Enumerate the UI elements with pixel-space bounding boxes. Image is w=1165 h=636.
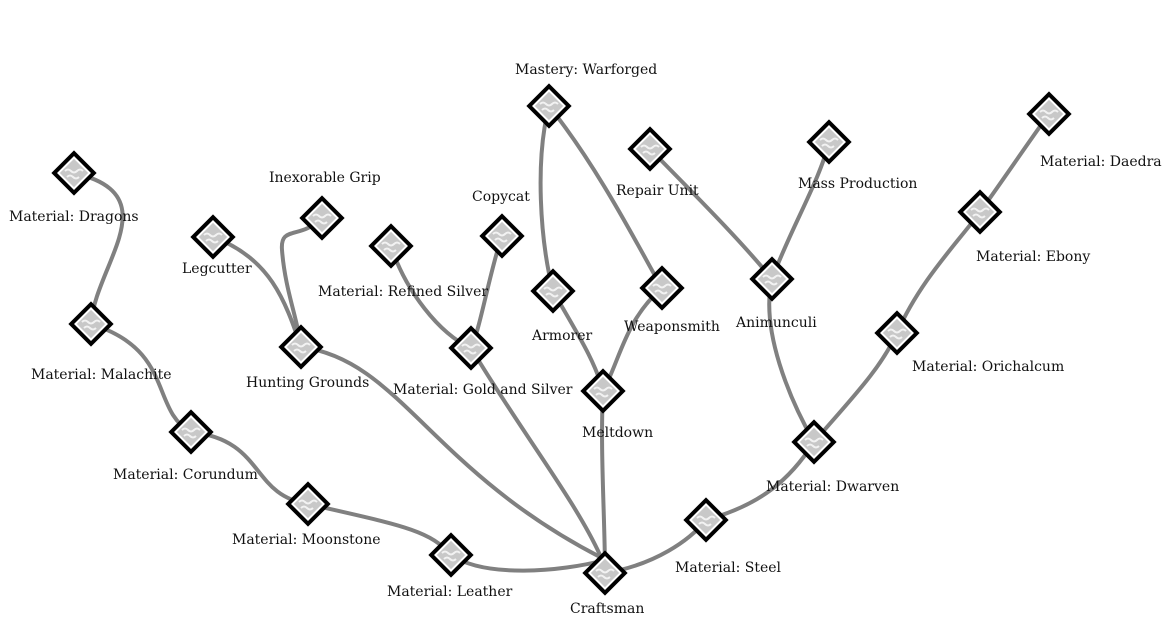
node-texture <box>887 328 907 340</box>
skill-nodes <box>51 83 1072 596</box>
node-texture <box>543 286 563 298</box>
node-texture <box>696 515 716 527</box>
node-texture <box>595 568 615 580</box>
skill-node-repair[interactable] <box>627 126 673 172</box>
label-legcutter: Legcutter <box>182 261 252 277</box>
label-material-dwarven: Material: Dwarven <box>766 479 900 495</box>
skill-node-moonstone[interactable] <box>285 481 331 527</box>
label-material-gold-and-silver: Material: Gold and Silver <box>393 382 573 398</box>
label-inexorable-grip: Inexorable Grip <box>269 170 381 186</box>
connection-animunculi-mass <box>770 140 831 281</box>
node-texture <box>819 137 839 149</box>
connection-dwarven-animunculi <box>767 277 816 444</box>
node-texture <box>804 437 824 449</box>
connection-warforged-armorer <box>538 104 555 293</box>
label-hunting-grounds: Hunting Grounds <box>246 375 370 391</box>
node-texture <box>441 550 461 562</box>
label-repair-unit: Repair Unit <box>616 183 699 199</box>
skill-node-warforged[interactable] <box>526 83 572 129</box>
skill-node-inexorable[interactable] <box>299 195 345 241</box>
skill-node-steel[interactable] <box>683 497 729 543</box>
skill-node-animunculi[interactable] <box>749 256 795 302</box>
node-texture <box>970 207 990 219</box>
skill-node-ebony[interactable] <box>957 189 1003 235</box>
skill-node-legcutter[interactable] <box>190 214 236 260</box>
label-armorer: Armorer <box>532 328 593 344</box>
node-texture <box>1039 109 1059 121</box>
node-texture <box>81 319 101 331</box>
node-texture <box>181 427 201 439</box>
label-material-malachite: Material: Malachite <box>31 367 172 383</box>
skill-node-meltdown[interactable] <box>580 368 626 414</box>
node-texture <box>203 232 223 244</box>
node-texture <box>539 101 559 113</box>
node-texture <box>291 342 311 354</box>
connection-goldsilver-craftsman <box>469 346 602 557</box>
label-craftsman: Craftsman <box>570 601 645 617</box>
connection-inexorable-hunting <box>279 216 324 349</box>
label-material-daedra: Material: Daedra <box>1040 154 1162 170</box>
connection-ebony-daedra <box>978 112 1051 214</box>
connection-weaponsmith-meltdown <box>601 286 664 393</box>
skill-node-weaponsmith[interactable] <box>639 265 685 311</box>
label-material-steel: Material: Steel <box>675 560 782 576</box>
node-texture <box>312 213 332 225</box>
node-texture <box>593 386 613 398</box>
skill-node-craftsman[interactable] <box>582 550 628 596</box>
label-material-refined-silver: Material: Refined Silver <box>318 284 489 300</box>
label-mastery-warforged: Mastery: Warforged <box>515 62 658 78</box>
connection-dragons-malachite <box>72 171 125 326</box>
skill-node-orichalcum[interactable] <box>874 310 920 356</box>
skill-node-corundum[interactable] <box>168 409 214 455</box>
node-texture <box>640 144 660 156</box>
connection-animunculi-repair <box>648 147 774 281</box>
label-meltdown: Meltdown <box>582 425 654 441</box>
connection-hunting-craftsman <box>299 345 604 560</box>
connection-meltdown-craftsman <box>600 389 607 575</box>
label-material-corundum: Material: Corundum <box>113 467 258 483</box>
connection-orichalcum-ebony <box>895 210 982 335</box>
label-material-ebony: Material: Ebony <box>976 249 1091 265</box>
label-copycat: Copycat <box>472 189 530 205</box>
label-material-dragons: Material: Dragons <box>9 209 139 225</box>
node-texture <box>652 283 672 295</box>
connection-warforged-weaponsmith <box>547 104 664 290</box>
skill-node-malachite[interactable] <box>68 301 114 347</box>
skill-node-leather[interactable] <box>428 532 474 578</box>
node-texture <box>762 274 782 286</box>
connection-dwarven-orichalcum <box>812 331 899 444</box>
skill-node-copycat[interactable] <box>479 213 525 259</box>
label-material-orichalcum: Material: Orichalcum <box>912 359 1065 375</box>
label-animunculi: Animunculi <box>736 315 817 331</box>
node-texture <box>461 343 481 355</box>
skill-node-goldsilver[interactable] <box>448 325 494 371</box>
node-texture <box>381 241 401 253</box>
skill-node-dwarven[interactable] <box>791 419 837 465</box>
skill-node-dragons[interactable] <box>51 150 97 196</box>
connection-corundum-moonstone <box>189 430 310 506</box>
node-texture <box>298 499 318 511</box>
skill-node-armorer[interactable] <box>530 268 576 314</box>
label-material-leather: Material: Leather <box>387 584 513 600</box>
node-texture <box>492 231 512 243</box>
label-mass-production: Mass Production <box>798 176 918 192</box>
label-weaponsmith: Weaponsmith <box>624 319 720 335</box>
label-material-moonstone: Material: Moonstone <box>232 532 381 548</box>
skill-node-hunting[interactable] <box>278 324 324 370</box>
skill-node-refined[interactable] <box>368 223 414 269</box>
connection-leather-craftsman <box>449 553 607 573</box>
skill-node-mass[interactable] <box>806 119 852 165</box>
skill-node-daedra[interactable] <box>1026 91 1072 137</box>
node-texture <box>64 168 84 180</box>
